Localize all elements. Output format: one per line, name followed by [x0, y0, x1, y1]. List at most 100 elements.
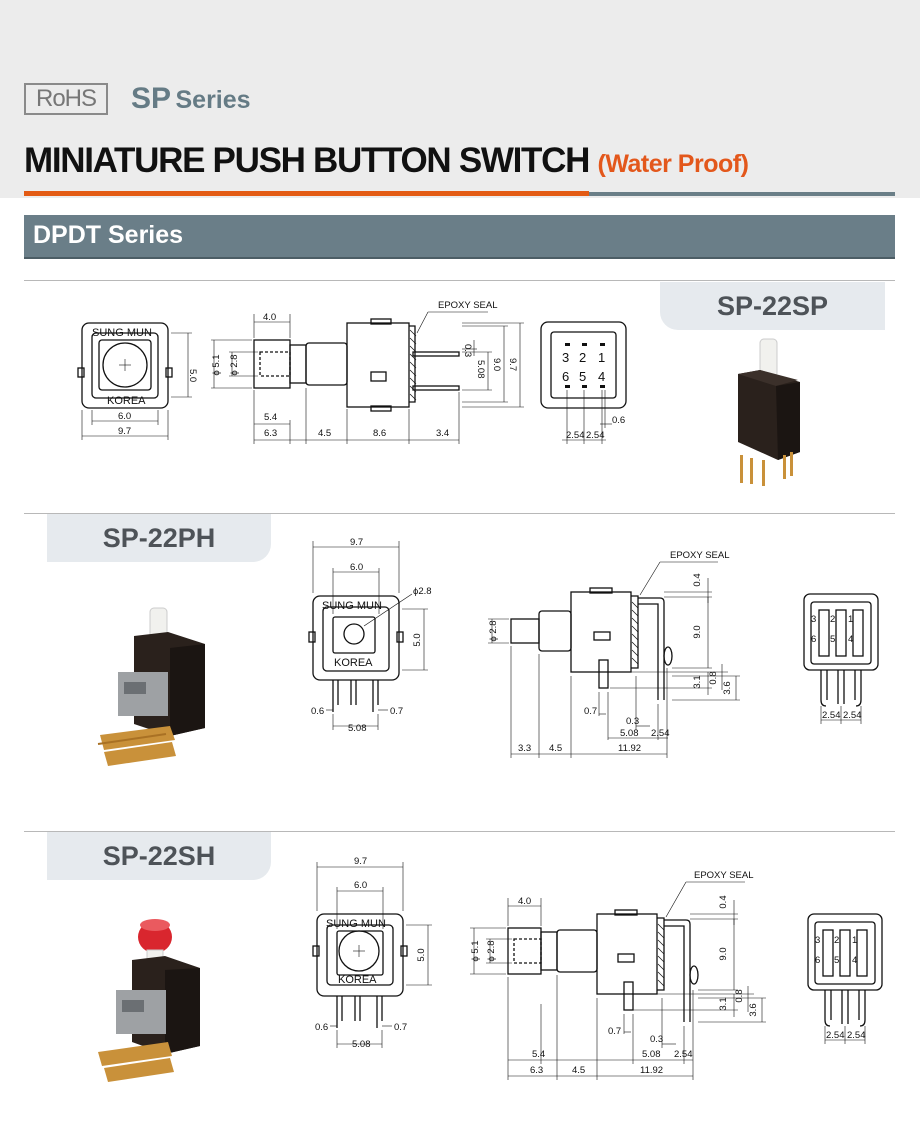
model-tab-sp22sh: SP-22SH: [47, 832, 271, 880]
section-band: DPDT Series: [24, 215, 895, 259]
sp22sh-dim-07: 0.7: [394, 1022, 407, 1033]
sp22ph-pin-2: 2: [830, 614, 835, 625]
sp22sh-dim-54: 5.4: [532, 1049, 545, 1060]
sp22sp-dim-height: 5.0: [187, 369, 198, 382]
sp22ph-dim-phi28: ϕ 2.8: [488, 620, 499, 641]
sp22sp-dim-63: 6.3: [264, 428, 277, 439]
sp22ph-dim-outer: 9.7: [350, 537, 363, 548]
sp22sh-dim-45: 4.5: [572, 1065, 585, 1076]
sp22ph-dim-45: 4.5: [549, 743, 562, 754]
sp22sh-dim-90: 9.0: [718, 947, 729, 960]
sp22sp-dim-outer: 9.7: [118, 426, 131, 437]
sp22sh-dim-508: 5.08: [642, 1049, 661, 1060]
sp22sp-dim-45: 4.5: [318, 428, 331, 439]
sp22ph-pin-6: 6: [811, 634, 816, 645]
model-tab-sp22sp: SP-22SP: [660, 282, 885, 330]
sp22sh-dim-phi51: ϕ 5.1: [470, 940, 481, 961]
sp22ph-front-top-label: SUNG MUN: [322, 600, 382, 612]
sp22sh-pin-6: 6: [815, 955, 820, 966]
sp22ph-dim-50: 5.0: [412, 633, 423, 646]
sp22sh-pin-4: 4: [852, 955, 857, 966]
series-title: SP Series: [131, 82, 251, 116]
title-subtitle: (Water Proof): [597, 150, 749, 178]
sp22ph-dim-254b: 2.54: [843, 710, 862, 721]
sp22sp-dim-34: 3.4: [436, 428, 449, 439]
page-title: MINIATURE PUSH BUTTON SWITCH (Water Proo…: [24, 141, 749, 181]
sp22sh-front-bottom-label: KOREA: [338, 974, 377, 986]
sp22sh-dim-07: 0.7: [608, 1026, 621, 1037]
sp22sh-dim-1192: 11.92: [640, 1065, 663, 1076]
sp22ph-dim-31: 3.1: [692, 675, 703, 688]
sp22ph-dim-254a: 2.54: [822, 710, 841, 721]
sp22sp-dim-97: 9.7: [507, 358, 518, 371]
sp22sp-dim-86: 8.6: [373, 428, 386, 439]
title-text: MINIATURE PUSH BUTTON SWITCH: [24, 141, 590, 180]
sp22sh-epoxy-label: EPOXY SEAL: [694, 870, 754, 881]
sp22ph-dim-36: 3.6: [722, 681, 733, 694]
title-rule-orange: [24, 191, 589, 196]
sp22sh-dim-phi28: ϕ 2.8: [486, 940, 497, 961]
sp22sp-dim-06: 0.6: [612, 415, 625, 426]
sp22ph-dim-508: 5.08: [620, 728, 639, 739]
sp22sh-dim-cap: 4.0: [518, 896, 531, 907]
sp22ph-dim-width: 6.0: [350, 562, 363, 573]
sp22sh-pin-1: 1: [852, 935, 857, 946]
sp22sh-dim-outer: 9.7: [354, 856, 367, 867]
sp22sp-front-top-label: SUNG MUN: [92, 327, 152, 339]
divider-middle: [24, 513, 895, 514]
sp22ph-dim-07: 0.7: [584, 706, 597, 717]
series-name: SP: [131, 82, 172, 115]
sp22sh-dim-508: 5.08: [352, 1039, 371, 1050]
sp22sh-dim-36: 3.6: [748, 1003, 759, 1016]
sp22sh-dim-254b: 2.54: [847, 1030, 866, 1041]
title-rule-slate: [589, 192, 895, 196]
sp22sp-dim-54: 5.4: [264, 412, 277, 423]
sp22ph-pin-3: 3: [811, 614, 816, 625]
sp22sp-pin-1: 1: [598, 350, 605, 365]
sp22sh-dim-31: 3.1: [718, 997, 729, 1010]
sp22ph-dim-254: 2.54: [651, 728, 670, 739]
sp22sp-dim-width: 6.0: [118, 411, 131, 422]
sp22sp-pin-4: 4: [598, 369, 605, 384]
sp22sh-pin-2: 2: [834, 935, 839, 946]
sp22sh-dim-63: 6.3: [530, 1065, 543, 1076]
divider-bottom: [24, 831, 895, 832]
sp22sh-pin-5: 5: [834, 955, 839, 966]
sp22ph-dim-08: 0.8: [708, 671, 719, 684]
sp22ph-pin-1: 1: [848, 614, 853, 625]
page-header: RoHS SP Series MINIATURE PUSH BUTTON SWI…: [0, 0, 920, 198]
sp22ph-dim-04: 0.4: [692, 573, 703, 586]
sp22sp-pin-6: 6: [562, 369, 569, 384]
sp22ph-dim-33: 3.3: [518, 743, 531, 754]
sp22ph-dim-07: 0.7: [390, 706, 403, 717]
sp22ph-front-bottom-label: KOREA: [334, 657, 373, 669]
sp22sp-dim-254b: 2.54: [586, 430, 605, 441]
sp22ph-dim-03: 0.3: [626, 716, 639, 727]
sp22sh-dim-width: 6.0: [354, 880, 367, 891]
sp22sp-dim-03: 0.3: [462, 344, 473, 357]
sp22ph-dim-508: 5.08: [348, 723, 367, 734]
sp22sp-pin-2: 2: [579, 350, 586, 365]
sp22ph-pin-4: 4: [848, 634, 853, 645]
sp22sh-dim-254a: 2.54: [826, 1030, 845, 1041]
sp22sh-dim-50: 5.0: [416, 948, 427, 961]
series-word: Series: [175, 86, 251, 114]
sp22sh-front-top-label: SUNG MUN: [326, 918, 386, 930]
model-tab-sp22ph: SP-22PH: [47, 514, 271, 562]
sp22sp-pin-3: 3: [562, 350, 569, 365]
sp22sp-dim-phi28: ϕ 2.8: [229, 354, 240, 375]
sp22sh-dim-06: 0.6: [315, 1022, 328, 1033]
sp22sp-dim-90: 9.0: [491, 358, 502, 371]
sp22sp-epoxy-label: EPOXY SEAL: [438, 300, 498, 311]
sp22sp-front-bottom-label: KOREA: [107, 395, 146, 407]
sp22ph-pin-5: 5: [830, 634, 835, 645]
sp22sh-pin-3: 3: [815, 935, 820, 946]
sp22ph-dim-06: 0.6: [311, 706, 324, 717]
sp22ph-epoxy-label: EPOXY SEAL: [670, 550, 730, 561]
sp22sp-dim-phi51: ϕ 5.1: [211, 354, 222, 375]
sp22sp-pin-5: 5: [579, 369, 586, 384]
sp22ph-dim-phi: ϕ2.8: [413, 586, 432, 597]
section-title: DPDT Series: [33, 221, 184, 249]
sp22sh-dim-254: 2.54: [674, 1049, 693, 1060]
sp22ph-dim-90: 9.0: [692, 625, 703, 638]
